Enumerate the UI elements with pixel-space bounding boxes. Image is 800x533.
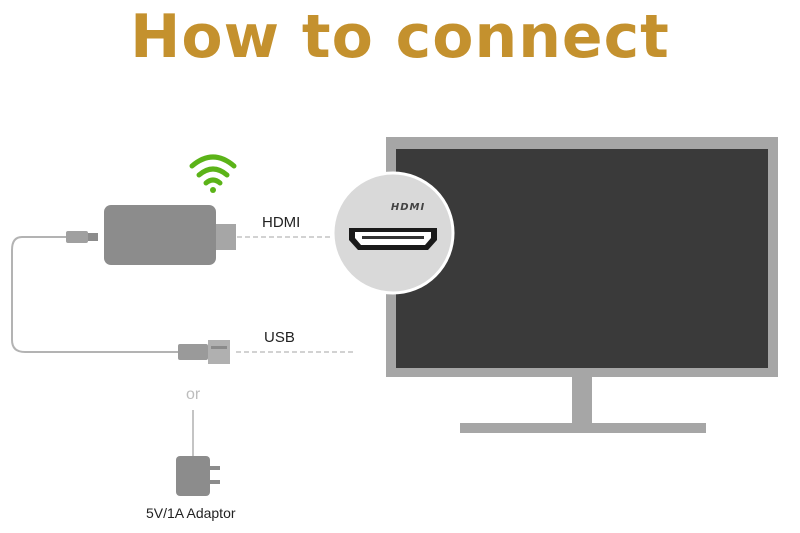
tv-monitor	[386, 137, 778, 433]
hdmi-port-label: HDMI	[390, 202, 426, 213]
adaptor-label: 5V/1A Adaptor	[146, 505, 236, 521]
usb-plug-icon	[178, 340, 230, 364]
micro-usb-plug-icon	[66, 231, 98, 243]
hdmi-port-icon	[331, 171, 455, 295]
wifi-icon	[189, 154, 237, 193]
usb-cable	[11, 236, 178, 353]
tv-neck	[572, 377, 592, 425]
page-title: How to connect	[130, 2, 670, 72]
power-adaptor-icon	[176, 456, 220, 496]
hdmi-dongle	[104, 205, 236, 265]
or-label: or	[186, 386, 201, 403]
tv-stand-base	[460, 423, 706, 433]
hdmi-label: HDMI	[262, 214, 301, 231]
tv-screen	[396, 149, 768, 368]
usb-label: USB	[264, 329, 295, 346]
